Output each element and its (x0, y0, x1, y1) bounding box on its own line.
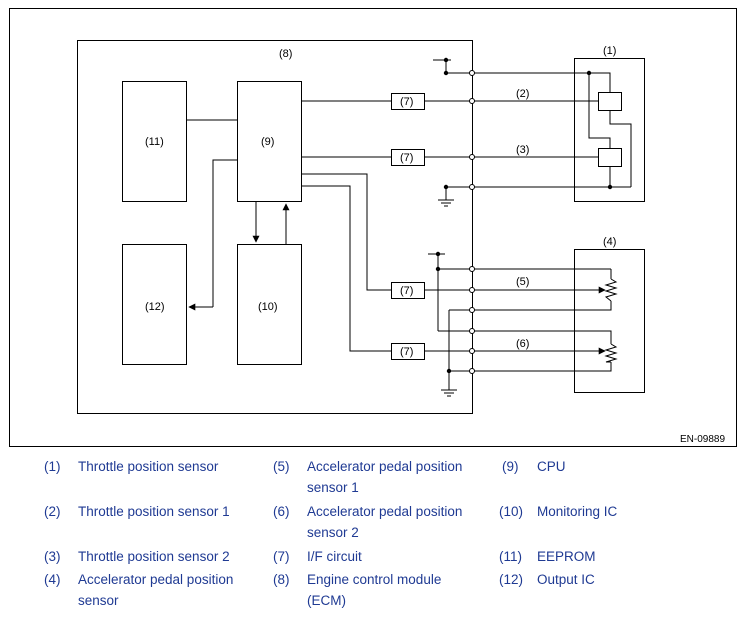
pedal-sensor-label: (4) (603, 236, 616, 248)
throttle-sensor-box (574, 58, 645, 202)
potentiometer-2 (604, 343, 618, 363)
ecm-label: (8) (279, 48, 292, 60)
if-circuit-label-1: (7) (400, 96, 413, 108)
cpu-label: (9) (261, 136, 274, 148)
if-circuit-3 (391, 282, 425, 299)
terminal (469, 307, 475, 313)
if-circuit-2 (391, 149, 425, 166)
terminal (469, 184, 475, 190)
output-ic-label: (12) (145, 301, 165, 313)
eeprom-label: (11) (145, 136, 164, 148)
terminal (469, 70, 475, 76)
throttle-element-1 (598, 92, 622, 111)
throttle-element-2 (598, 148, 622, 167)
ecm-box (77, 40, 473, 414)
figure-code: EN-09889 (680, 434, 725, 445)
potentiometer-1 (604, 278, 618, 302)
terminal (469, 348, 475, 354)
ecm-block-diagram: (8) (11) (9) (12) (10) (1) (4) (2) (3) (… (9, 8, 737, 447)
terminal (469, 328, 475, 334)
terminal (469, 287, 475, 293)
line2-label: (2) (516, 88, 529, 100)
if-circuit-label-3: (7) (400, 285, 413, 297)
pedal-sensor-box (574, 249, 645, 393)
legend: (1) Throttle position sensor (2) Throttl… (44, 459, 618, 608)
if-circuit-4 (391, 343, 425, 360)
throttle-sensor-label: (1) (603, 45, 616, 57)
terminal (469, 154, 475, 160)
if-circuit-label-2: (7) (400, 152, 413, 164)
terminal (469, 266, 475, 272)
if-circuit-label-4: (7) (400, 346, 413, 358)
if-circuit-1 (391, 93, 425, 110)
eeprom-block (122, 81, 187, 202)
cpu-block (237, 81, 302, 202)
monitoring-ic-block (237, 244, 302, 365)
outer-frame (9, 8, 737, 447)
terminal (469, 368, 475, 374)
terminal (469, 98, 475, 104)
monitoring-ic-label: (10) (258, 301, 278, 313)
line5-label: (5) (516, 276, 529, 288)
output-ic-block (122, 244, 187, 365)
line6-label: (6) (516, 338, 529, 350)
line3-label: (3) (516, 144, 529, 156)
